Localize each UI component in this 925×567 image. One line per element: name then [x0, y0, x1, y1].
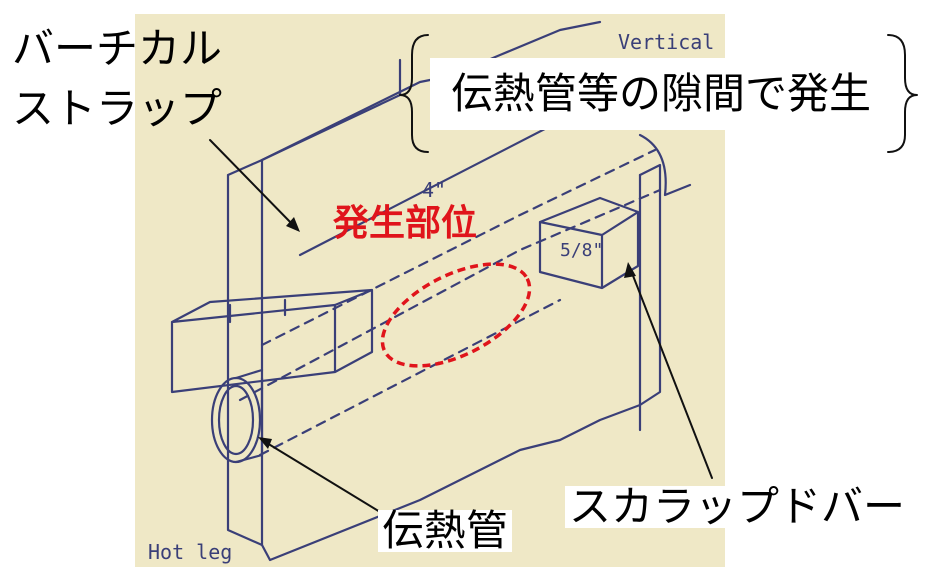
- gap-note-box: 伝熱管等の隙間で発生: [430, 58, 892, 130]
- drawing-hot-leg-label: Hot leg: [148, 540, 233, 564]
- tube-upper-dashed: [260, 148, 657, 347]
- label-vertical-strap-text1: バーチカル: [12, 24, 223, 73]
- strap-plate-outline: [260, 163, 662, 562]
- label-vertical-strap-line2: ストラップ: [12, 88, 222, 130]
- gap-note-label: 伝熱管等の隙間で発生: [450, 69, 871, 118]
- left-bar-block: [170, 288, 374, 394]
- tube-end-inner: [217, 384, 255, 456]
- leader-vertical-strap: [209, 139, 297, 229]
- arrowhead-vertical-strap: [286, 217, 300, 232]
- tube-end-body: [234, 368, 264, 464]
- drawing-dimension-4: 4": [422, 178, 447, 202]
- label-vertical-strap-text2: ストラップ: [12, 84, 223, 133]
- brace-right: [887, 34, 918, 153]
- arrowhead-scalloped-bar: [624, 262, 636, 278]
- tube-center-dashed: [238, 188, 662, 402]
- arrowhead-tube: [258, 437, 272, 449]
- label-vertical-strap-line1: バーチカル: [12, 28, 222, 70]
- occurrence-location-label: 発生部位: [333, 203, 478, 244]
- scalloped-bar-label: スカラップドバー: [565, 486, 910, 528]
- occurrence-highlight-ellipse: [380, 262, 532, 368]
- leader-scalloped-bar: [629, 267, 713, 479]
- left-bar-notch: [228, 298, 287, 324]
- tube-label: 伝熱管: [378, 510, 513, 552]
- leader-tube: [261, 439, 386, 516]
- drawing-dimension-5-8: 5/8": [560, 240, 604, 261]
- drawing-vertical-label: Vertical: [618, 30, 715, 54]
- right-bar-block: [538, 196, 640, 290]
- brace-left: [399, 34, 429, 153]
